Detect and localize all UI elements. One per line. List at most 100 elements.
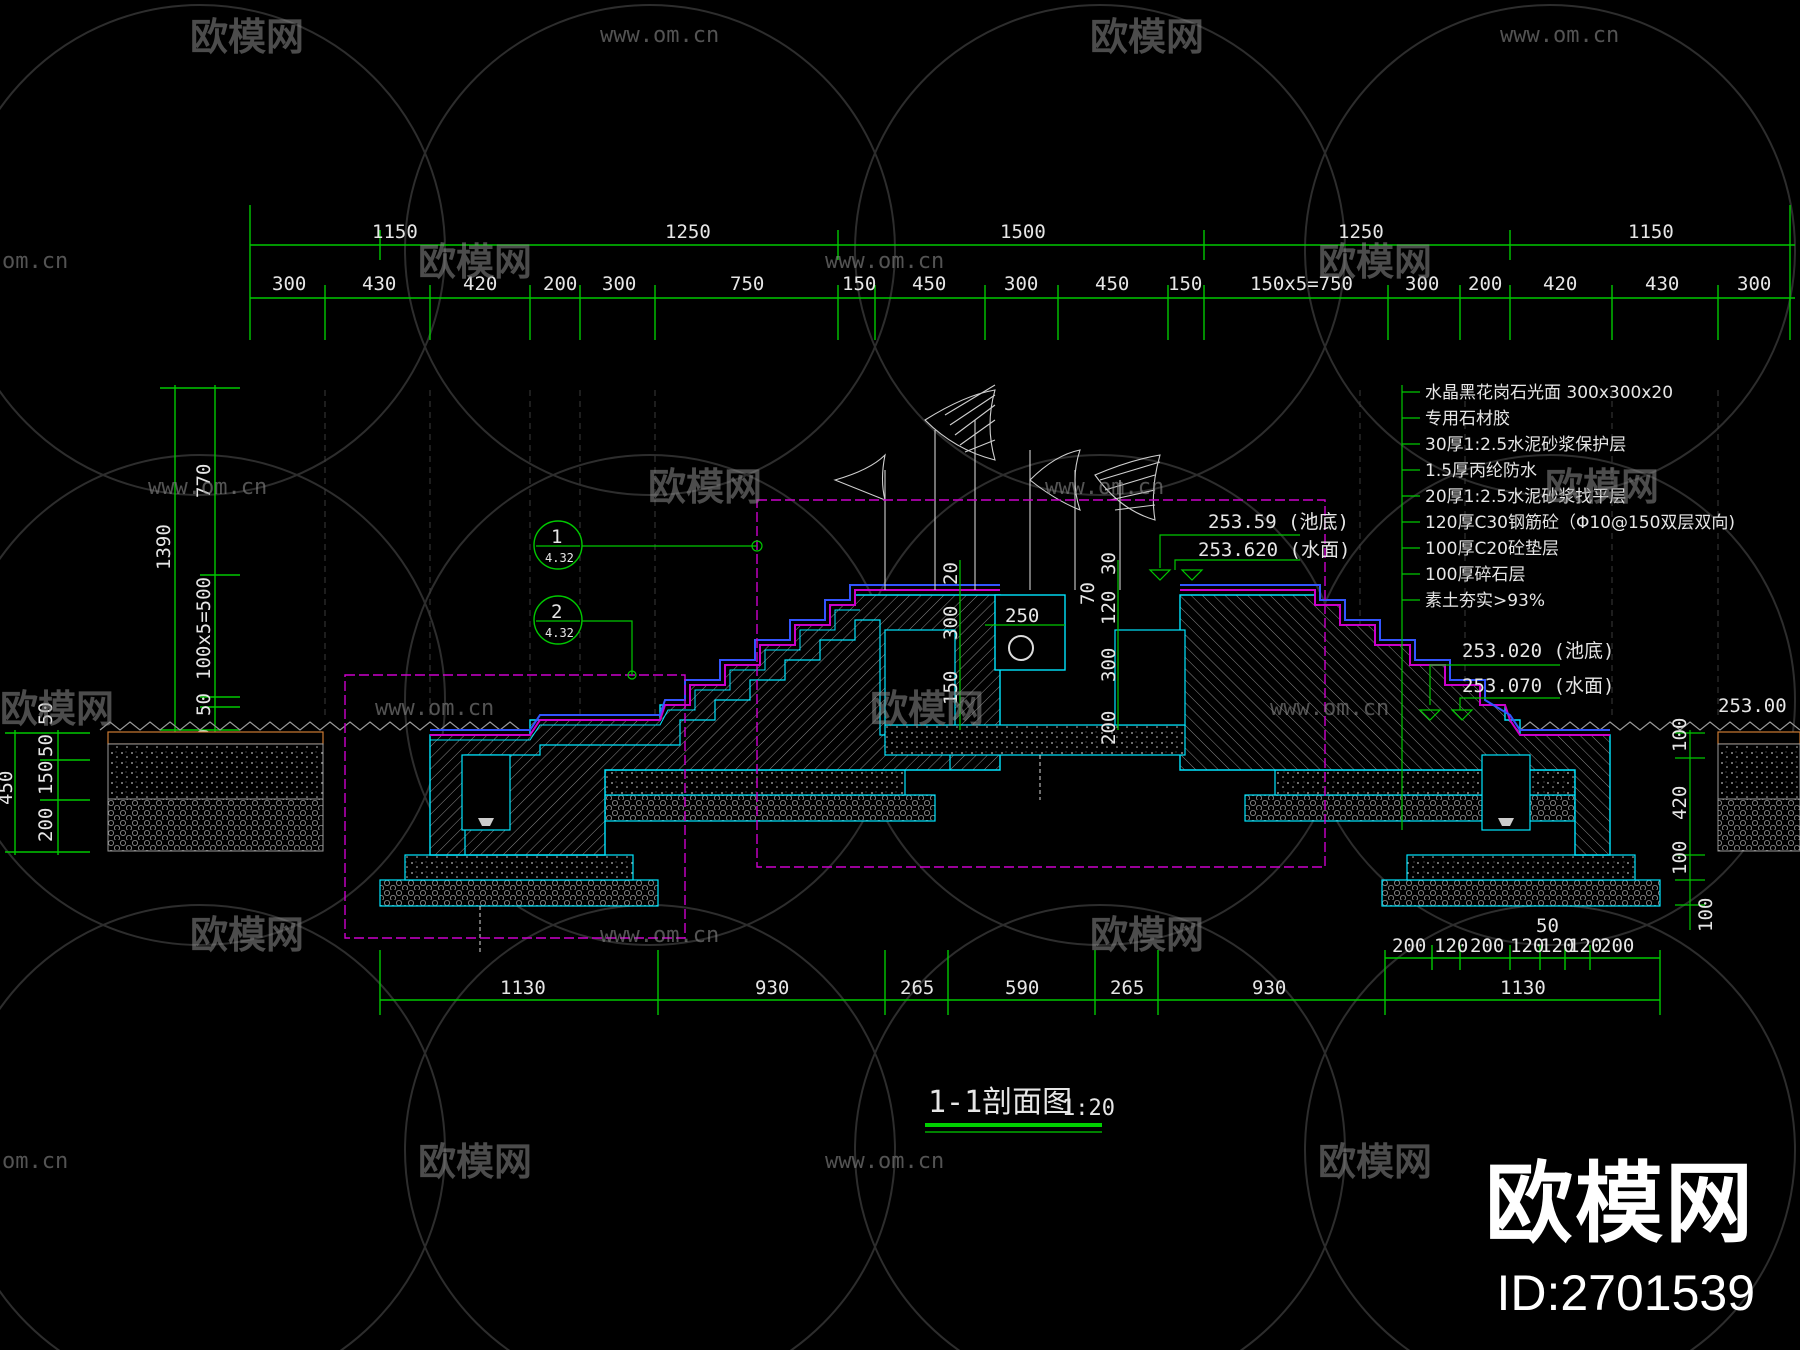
center-channel bbox=[479, 594, 1186, 955]
dim-left-7: 150 bbox=[35, 761, 57, 795]
wm-url-3: om.cn bbox=[2, 249, 68, 274]
dim-bottom-0: 1130 bbox=[500, 977, 546, 999]
brand-logo-text: 欧模网 bbox=[1484, 1152, 1755, 1255]
dim-br-5: 120 bbox=[1568, 935, 1602, 957]
wm-url-8: www.om.cn bbox=[1270, 696, 1389, 721]
dim-left-0: 1390 bbox=[153, 524, 175, 570]
dim-top2-13: 200 bbox=[1468, 273, 1502, 295]
wm-url-2: www.om.cn bbox=[1500, 23, 1619, 48]
dim-right-0: 100 bbox=[1669, 718, 1691, 752]
elevation-3: 253.070 (水面) bbox=[1462, 675, 1614, 697]
dim-right-2: 100 bbox=[1669, 841, 1691, 875]
detail-boundaries bbox=[344, 499, 1326, 939]
dim-left-2: 100x5=500 bbox=[193, 577, 215, 680]
dim-center-4: 300 bbox=[940, 606, 962, 640]
dim-left-1: 770 bbox=[193, 464, 215, 498]
wm-brand-12: 欧模网 bbox=[1318, 1140, 1432, 1184]
dim-top2-7: 450 bbox=[912, 273, 946, 295]
layer-note-0: 水晶黑花岗石光面 300x300x20 bbox=[1425, 383, 1673, 403]
layer-note-7: 100厚碎石层 bbox=[1425, 565, 1525, 585]
dim-top2-15: 430 bbox=[1645, 273, 1679, 295]
watermark-layer: 欧模网 www.om.cn 欧模网 www.om.cn om.cn 欧模网 ww… bbox=[0, 15, 1659, 1184]
dim-left-6: 50 bbox=[35, 734, 57, 757]
brand-id: ID:2701539 bbox=[1496, 1265, 1755, 1321]
layer-note-2: 30厚1:2.5水泥砂浆保护层 bbox=[1425, 435, 1626, 455]
left-pavement-section bbox=[107, 731, 324, 852]
dim-bottom-1: 930 bbox=[755, 977, 789, 999]
dim-br-4: 120 bbox=[1540, 935, 1574, 957]
dim-top2-0: 300 bbox=[272, 273, 306, 295]
dim-top1-0: 1150 bbox=[372, 221, 418, 243]
dim-br-2: 200 bbox=[1470, 935, 1504, 957]
dim-center-1: 30 bbox=[1098, 552, 1120, 575]
dim-left-5: 50 bbox=[35, 702, 57, 725]
dim-br-3: 120 bbox=[1510, 935, 1544, 957]
dim-left-3: 50 bbox=[193, 693, 215, 716]
dim-top2-5: 750 bbox=[730, 273, 764, 295]
elevation-2: 253.020 (池底) bbox=[1462, 640, 1614, 662]
callout-2 bbox=[533, 595, 637, 680]
callout-2-ref: 4.32 bbox=[545, 626, 574, 640]
layer-note-5: 120厚C30钢筋砼（Φ10@150双层双向) bbox=[1425, 513, 1735, 533]
layer-notes-leader bbox=[1401, 385, 1420, 830]
wm-url-9: www.om.cn bbox=[600, 923, 719, 948]
wm-url-4: www.om.cn bbox=[825, 249, 944, 274]
dim-top2-3: 200 bbox=[543, 273, 577, 295]
dim-top2-11: 150x5=750 bbox=[1250, 273, 1353, 295]
center-dimension-lines bbox=[959, 560, 1119, 730]
wm-brand-7: 欧模网 bbox=[0, 687, 114, 731]
callout-2-num: 2 bbox=[551, 601, 562, 623]
wm-brand-9: 欧模网 bbox=[190, 913, 304, 957]
dim-top1-2: 1500 bbox=[1000, 221, 1046, 243]
right-pavement-section bbox=[1717, 731, 1800, 852]
wm-brand-11: 欧模网 bbox=[418, 1140, 532, 1184]
fountain-structure-left bbox=[379, 584, 1001, 907]
dim-center-8: 200 bbox=[1098, 711, 1120, 745]
dim-center-3: 250 bbox=[1005, 605, 1039, 627]
dim-center-7: 300 bbox=[1098, 648, 1120, 682]
wm-brand-1: 欧模网 bbox=[190, 15, 304, 59]
fountain-structure-right bbox=[1179, 584, 1661, 907]
guide-lines bbox=[324, 390, 1719, 720]
dim-top2-1: 430 bbox=[362, 273, 396, 295]
dim-center-2: 70 bbox=[1077, 582, 1099, 605]
layer-note-3: 1.5厚丙纶防水 bbox=[1425, 461, 1537, 481]
dim-top2-8: 300 bbox=[1004, 273, 1038, 295]
dim-top2-12: 300 bbox=[1405, 273, 1439, 295]
dim-top2-6: 150 bbox=[842, 273, 876, 295]
dim-top1-3: 1250 bbox=[1338, 221, 1384, 243]
dim-top2-14: 420 bbox=[1543, 273, 1577, 295]
top-dimension-chain bbox=[249, 205, 1795, 340]
layer-note-1: 专用石材胶 bbox=[1425, 409, 1510, 429]
wm-url-7: www.om.cn bbox=[375, 696, 494, 721]
wm-url-10: om.cn bbox=[2, 1149, 68, 1174]
dim-br-6: 200 bbox=[1600, 935, 1634, 957]
elevation-1: 253.620 (水面) bbox=[1198, 539, 1350, 561]
dim-top2-16: 300 bbox=[1737, 273, 1771, 295]
dim-bottom-6: 1130 bbox=[1500, 977, 1546, 999]
left-dimension-chain bbox=[5, 385, 240, 855]
dim-center-5: 120 bbox=[1098, 591, 1120, 625]
wm-url-11: www.om.cn bbox=[825, 1149, 944, 1174]
wm-url-5: www.om.cn bbox=[148, 475, 267, 500]
wm-brand-5: 欧模网 bbox=[648, 465, 762, 509]
sail-sculpture bbox=[833, 384, 1161, 590]
right-dimension-chain bbox=[1675, 730, 1705, 930]
dim-bottom-4: 265 bbox=[1110, 977, 1144, 999]
layer-note-4: 20厚1:2.5水泥砂浆找平层 bbox=[1425, 487, 1626, 507]
section-scale: 1:20 bbox=[1062, 1096, 1115, 1121]
dim-top1-1: 1250 bbox=[665, 221, 711, 243]
callout-1-num: 1 bbox=[551, 526, 562, 548]
wm-url-1: www.om.cn bbox=[600, 23, 719, 48]
section-title: 1-1剖面图 bbox=[928, 1085, 1072, 1120]
layer-note-6: 100厚C20砼垫层 bbox=[1425, 539, 1559, 559]
wm-brand-10: 欧模网 bbox=[1090, 913, 1204, 957]
dim-top1-4: 1150 bbox=[1628, 221, 1674, 243]
wm-brand-3: 欧模网 bbox=[418, 240, 532, 284]
dim-center-9: 50 bbox=[1536, 915, 1559, 937]
elevation-markers bbox=[1148, 534, 1560, 721]
bottom-dimension-chain bbox=[379, 945, 1661, 1015]
dim-top2-9: 450 bbox=[1095, 273, 1129, 295]
wm-brand-4: 欧模网 bbox=[1318, 240, 1432, 284]
